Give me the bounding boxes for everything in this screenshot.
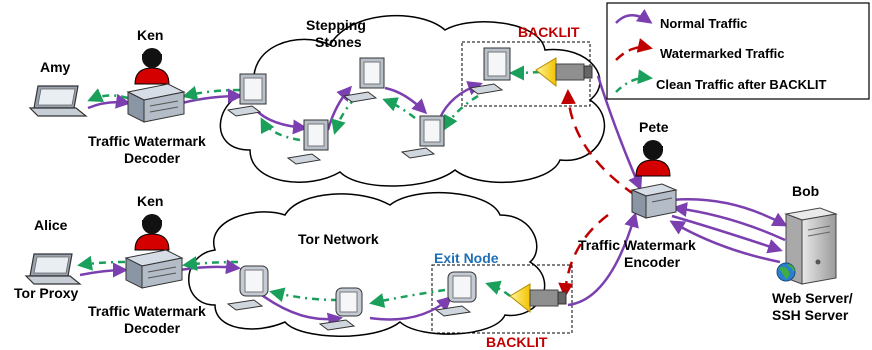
legend-clean-label: Clean Traffic after BACKLIT [656, 77, 827, 92]
backlit-top-flashlight-icon [535, 57, 593, 88]
decoder-top-label: Traffic Watermark [88, 133, 206, 149]
bottom-clean-traffic [77, 255, 511, 308]
decoder-bottom-label-2: Decoder [124, 320, 181, 336]
bottom-normal-traffic [79, 212, 639, 328]
encoder-label: Traffic Watermark [578, 237, 696, 253]
decoder-top-server-icon [126, 83, 186, 123]
decoder-bottom-server-icon [124, 249, 184, 289]
server-label-2: SSH Server [772, 307, 849, 323]
legend-normal-label: Normal Traffic [660, 16, 747, 31]
legend-watermarked-swatch [615, 38, 653, 61]
encoder-server-icon [630, 183, 678, 219]
amy-laptop-icon [28, 85, 88, 117]
exit-node-box [431, 264, 573, 334]
tor-node-computer-2-icon [318, 287, 363, 331]
watermarked-traffic [558, 89, 636, 298]
decoder-top-label-2: Decoder [124, 150, 181, 166]
stepping-stone-computer-5-icon [468, 47, 511, 95]
legend-watermarked-label: Watermarked Traffic [660, 46, 785, 61]
exit-node-computer-icon [434, 271, 477, 317]
ken-top-label: Ken [137, 27, 163, 43]
legend-normal-swatch [615, 8, 653, 24]
tor-network-label: Tor Network [298, 231, 379, 247]
amy-label: Amy [40, 59, 71, 75]
stepping-stone-computer-4-icon [400, 115, 445, 159]
globe-icon [776, 262, 796, 282]
backlit-bottom-label: BACKLIT [486, 334, 548, 350]
alice-laptop-icon [24, 253, 82, 285]
encoder-label-2: Encoder [624, 254, 681, 270]
ken-top-person-icon [134, 48, 170, 85]
encoder-server-traffic [669, 198, 788, 264]
tor-proxy-label: Tor Proxy [14, 285, 79, 301]
ken-bottom-label: Ken [137, 193, 163, 209]
decoder-bottom-label: Traffic Watermark [88, 303, 206, 319]
alice-label: Alice [34, 217, 68, 233]
pete-label: Pete [639, 119, 669, 135]
top-normal-traffic [87, 75, 643, 191]
stepping-stone-computer-3-icon [342, 57, 385, 103]
tor-node-computer-1-icon [226, 265, 269, 311]
stepping-stone-computer-2-icon [286, 119, 329, 165]
ken-bottom-person-icon [134, 214, 170, 251]
stepping-stones-label-2: Stones [315, 34, 362, 50]
stepping-stones-label: Stepping [306, 17, 366, 33]
backlit-top-label: BACKLIT [518, 24, 580, 40]
backlit-bottom-flashlight-icon [509, 283, 567, 314]
stepping-stone-computer-1-icon [226, 73, 267, 117]
pete-person-icon [635, 140, 671, 177]
legend-clean-swatch [615, 69, 653, 93]
bob-label: Bob [792, 183, 819, 199]
server-label: Web Server/ [772, 290, 853, 306]
exit-node-label: Exit Node [434, 250, 499, 266]
legend: Normal Traffic Watermarked Traffic Clean… [606, 2, 870, 100]
